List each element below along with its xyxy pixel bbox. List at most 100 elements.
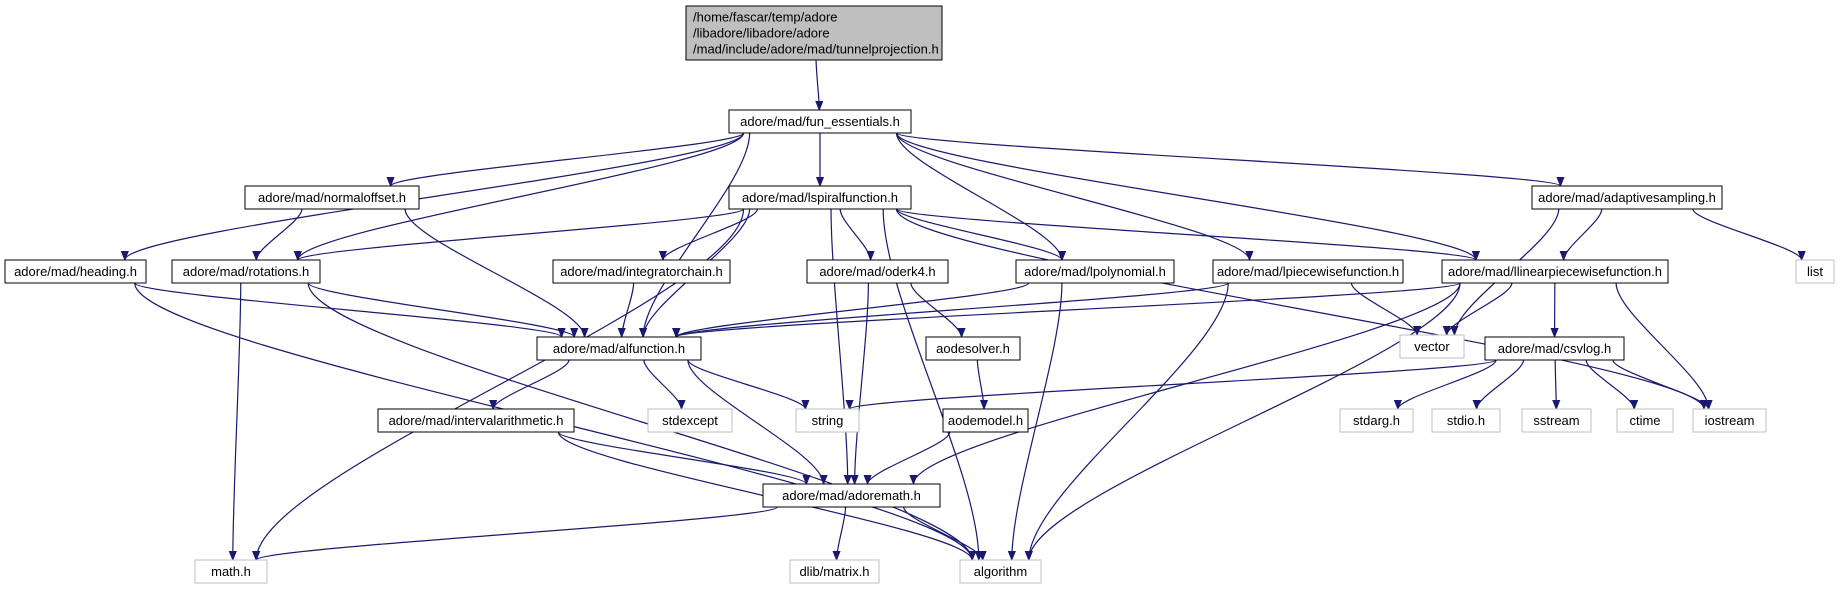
- node-box-string: [795, 408, 860, 433]
- node-label-llinearpiecewisefunction: adore/mad/llinearpiecewisefunction.h: [1448, 264, 1662, 279]
- edge-csvlog-to-sstream: [1555, 359, 1556, 409]
- node-label-rotations: adore/mad/rotations.h: [183, 264, 309, 279]
- node-box-aodemodel: [942, 408, 1029, 433]
- edge-fun_essentials-to-heading: [125, 132, 745, 261]
- node-box-oderk4: [806, 259, 949, 284]
- node-label-lspiralfunction: adore/mad/lspiralfunction.h: [742, 190, 898, 205]
- nodes-layer: /home/fascar/temp/adore/libadore/libador…: [4, 5, 1835, 584]
- node-normaloffset[interactable]: adore/mad/normaloffset.h: [244, 185, 420, 210]
- node-box-integratorchain: [552, 259, 731, 284]
- node-alfunction[interactable]: adore/mad/alfunction.h: [536, 336, 702, 361]
- node-box-rotations: [171, 259, 321, 284]
- edge-lspiralfunction-to-lpolynomial: [895, 208, 1062, 261]
- node-lpiecewisefunction[interactable]: adore/mad/lpiecewisefunction.h: [1212, 259, 1404, 284]
- node-label-integratorchain: adore/mad/integratorchain.h: [560, 264, 723, 279]
- node-integratorchain[interactable]: adore/mad/integratorchain.h: [552, 259, 731, 284]
- node-oderk4[interactable]: adore/mad/oderk4.h: [806, 259, 949, 284]
- edge-lpolynomial-to-alfunction: [676, 282, 1030, 338]
- node-box-root: [685, 5, 943, 61]
- edge-adaptivesampling-to-list: [1692, 208, 1802, 261]
- node-rotations[interactable]: adore/mad/rotations.h: [171, 259, 321, 284]
- node-box-csvlog: [1484, 336, 1625, 361]
- edge-aodesolver-to-aodemodel: [976, 359, 984, 409]
- node-label-oderk4: adore/mad/oderk4.h: [819, 264, 935, 279]
- node-intervalarithmetic[interactable]: adore/mad/intervalarithmetic.h: [377, 408, 575, 433]
- node-label-vector: vector: [1414, 339, 1450, 354]
- edge-fun_essentials-to-rotations: [298, 132, 745, 261]
- edge-fun_essentials-to-llinearpiecewisefunction: [895, 132, 1475, 261]
- edge-fun_essentials-to-lpiecewisefunction: [895, 132, 1249, 261]
- node-lspiralfunction[interactable]: adore/mad/lspiralfunction.h: [728, 185, 912, 210]
- edge-adoremath-to-algorithm: [903, 506, 983, 561]
- node-box-llinearpiecewisefunction: [1441, 259, 1669, 284]
- node-box-lpiecewisefunction: [1212, 259, 1404, 284]
- edge-lspiralfunction-to-rotations: [298, 208, 745, 261]
- edge-lspiralfunction-to-iostream: [895, 208, 1704, 410]
- node-heading[interactable]: adore/mad/heading.h: [4, 259, 147, 284]
- node-label-ctime: ctime: [1629, 413, 1660, 428]
- node-fun_essentials[interactable]: adore/mad/fun_essentials.h: [728, 109, 912, 134]
- node-box-aodesolver: [925, 336, 1021, 361]
- node-root[interactable]: /home/fascar/temp/adore/libadore/libador…: [685, 5, 943, 61]
- node-label-adaptivesampling: adore/mad/adaptivesampling.h: [1538, 190, 1716, 205]
- edge-lpolynomial-to-algorithm: [1012, 282, 1063, 560]
- edge-csvlog-to-stdio: [1477, 359, 1525, 410]
- node-csvlog[interactable]: adore/mad/csvlog.h: [1484, 336, 1625, 361]
- node-label-alfunction: adore/mad/alfunction.h: [553, 341, 685, 356]
- edge-fun_essentials-to-normaloffset: [391, 132, 745, 187]
- node-dlibmatrix: dlib/matrix.h: [789, 559, 880, 584]
- node-box-fun_essentials: [728, 109, 912, 134]
- edge-llinearpiecewisefunction-to-alfunction: [676, 282, 1461, 338]
- edge-normaloffset-to-rotations: [256, 208, 303, 261]
- edge-fun_essentials-to-adaptivesampling: [895, 132, 1560, 187]
- node-box-ctime: [1616, 408, 1674, 433]
- node-label-string: string: [812, 413, 844, 428]
- node-aodesolver[interactable]: aodesolver.h: [925, 336, 1021, 361]
- edge-llinearpiecewisefunction-to-algorithm: [1029, 282, 1461, 560]
- edge-lpiecewisefunction-to-algorithm: [1029, 282, 1229, 560]
- node-sstream: sstream: [1521, 408, 1592, 433]
- edges-layer: [125, 59, 1802, 561]
- edge-intervalarithmetic-to-adoremath: [557, 431, 806, 485]
- node-mathh: math.h: [194, 559, 268, 584]
- node-adoremath[interactable]: adore/mad/adoremath.h: [762, 483, 941, 508]
- node-label-mathh: math.h: [211, 564, 251, 579]
- edge-lspiralfunction-to-mathh: [256, 208, 745, 560]
- node-label-fun_essentials: adore/mad/fun_essentials.h: [740, 114, 900, 129]
- node-aodemodel[interactable]: aodemodel.h: [942, 408, 1029, 433]
- node-stdarg: stdarg.h: [1339, 408, 1414, 433]
- node-box-stdarg: [1339, 408, 1414, 433]
- node-label-list: list: [1807, 264, 1823, 279]
- node-label-lpolynomial: adore/mad/lpolynomial.h: [1024, 264, 1166, 279]
- node-box-intervalarithmetic: [377, 408, 575, 433]
- node-iostream: iostream: [1692, 408, 1767, 433]
- node-adaptivesampling[interactable]: adore/mad/adaptivesampling.h: [1531, 185, 1723, 210]
- edge-lpiecewisefunction-to-alfunction: [676, 282, 1229, 338]
- node-label-root-line-2: /mad/include/adore/mad/tunnelprojection.…: [693, 42, 939, 57]
- edge-integratorchain-to-alfunction: [622, 282, 635, 338]
- node-label-dlibmatrix: dlib/matrix.h: [799, 564, 869, 579]
- node-label-aodesolver: aodesolver.h: [936, 341, 1010, 356]
- edge-lspiralfunction-to-oderk4: [839, 208, 870, 261]
- node-lpolynomial[interactable]: adore/mad/lpolynomial.h: [1015, 259, 1175, 284]
- edge-alfunction-to-intervalarithmetic: [493, 359, 570, 410]
- node-llinearpiecewisefunction[interactable]: adore/mad/llinearpiecewisefunction.h: [1441, 259, 1669, 284]
- node-label-adoremath: adore/mad/adoremath.h: [782, 488, 921, 503]
- edge-lspiralfunction-to-algorithm: [882, 208, 979, 560]
- node-box-mathh: [194, 559, 268, 584]
- node-label-stdio: stdio.h: [1447, 413, 1485, 428]
- node-box-adaptivesampling: [1531, 185, 1723, 210]
- node-label-csvlog: adore/mad/csvlog.h: [1498, 341, 1611, 356]
- edge-llinearpiecewisefunction-to-vector: [1447, 282, 1513, 336]
- edge-rotations-to-alfunction: [307, 282, 574, 338]
- node-box-stdexcept: [647, 408, 733, 433]
- edge-rotations-to-algorithm: [307, 282, 972, 560]
- node-label-intervalarithmetic: adore/mad/intervalarithmetic.h: [389, 413, 564, 428]
- node-label-stdarg: stdarg.h: [1353, 413, 1400, 428]
- edge-lspiralfunction-to-llinearpiecewisefunction: [895, 208, 1475, 261]
- node-box-alfunction: [536, 336, 702, 361]
- node-box-normaloffset: [244, 185, 420, 210]
- edge-adoremath-to-dlibmatrix: [837, 506, 847, 560]
